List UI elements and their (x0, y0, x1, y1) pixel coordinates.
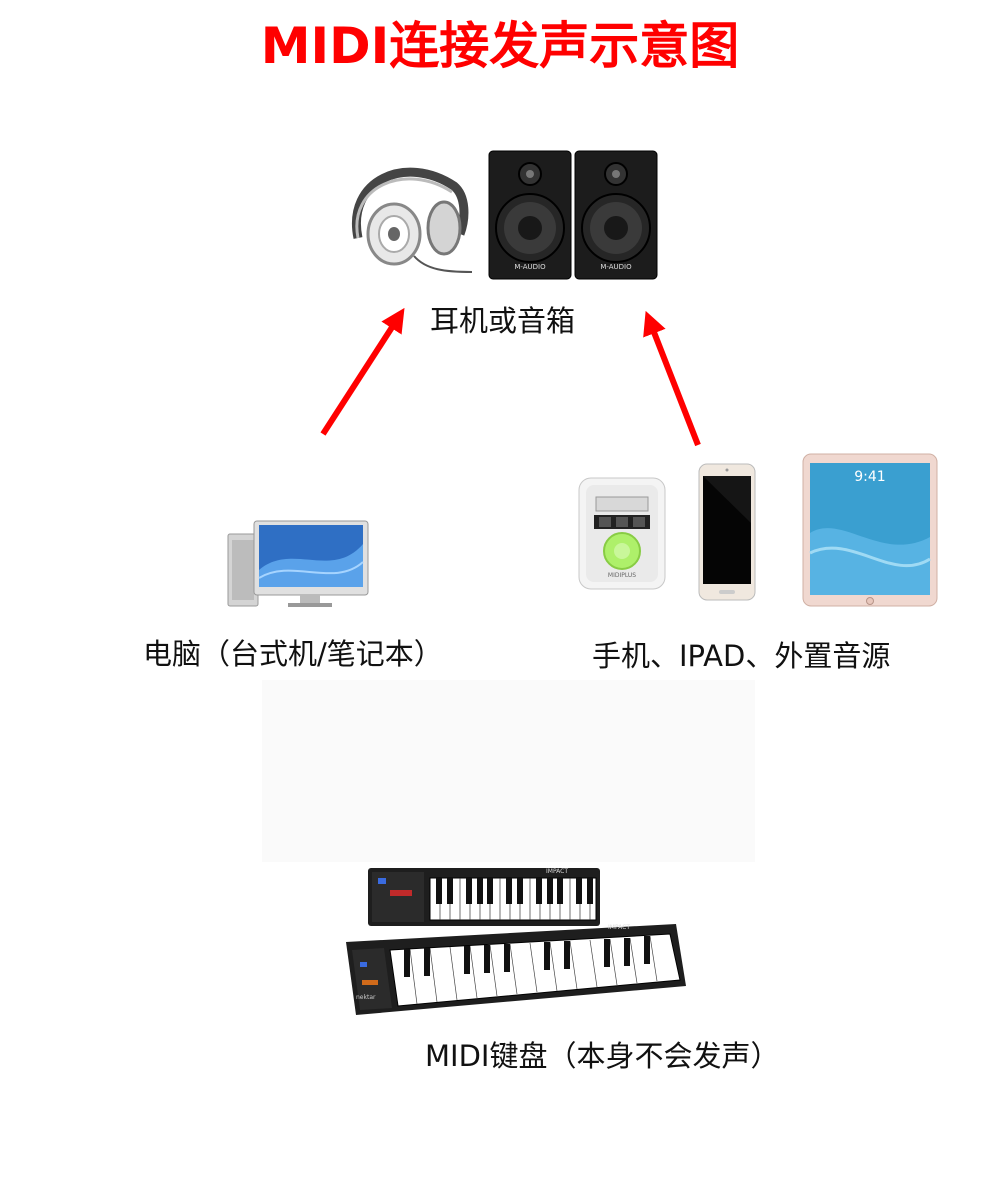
midi-keyboard-small: IMPACT (368, 868, 600, 926)
studio-monitor-left: M-AUDIO (488, 150, 572, 280)
computer-label: 电脑（台式机/笔记本） (143, 637, 443, 671)
speaker-brand-right: M-AUDIO (600, 263, 632, 271)
devices-label: 手机、IPAD、外置音源 (592, 639, 891, 673)
tablet-time: 9:41 (854, 469, 886, 485)
tablet-image: 9:41 (802, 453, 938, 607)
keyboard-model-small: IMPACT (546, 868, 569, 875)
keyboard-label: MIDI键盘（本身不会发声） (425, 1039, 780, 1073)
smartphone-image (698, 463, 756, 601)
arrow-devices-to-output (643, 310, 701, 447)
page-title: MIDI连接发声示意图 (260, 17, 740, 75)
module-brand: MIDIPLUS (607, 572, 637, 579)
output-label: 耳机或音箱 (430, 304, 576, 338)
midi-keyboard-large: IMPACT nektar (340, 922, 686, 1017)
midi-sound-module-image: MIDIPLUS (578, 477, 666, 590)
speaker-brand-left: M-AUDIO (514, 263, 546, 271)
desktop-computer-image (222, 518, 372, 613)
headphones-image (336, 160, 476, 280)
keyboard-model-large: IMPACT (608, 924, 631, 931)
arrow-computer-to-output (320, 307, 405, 436)
studio-monitor-right: M-AUDIO (574, 150, 658, 280)
background-panel (262, 680, 755, 862)
keyboard-maker: nektar (356, 994, 376, 1001)
